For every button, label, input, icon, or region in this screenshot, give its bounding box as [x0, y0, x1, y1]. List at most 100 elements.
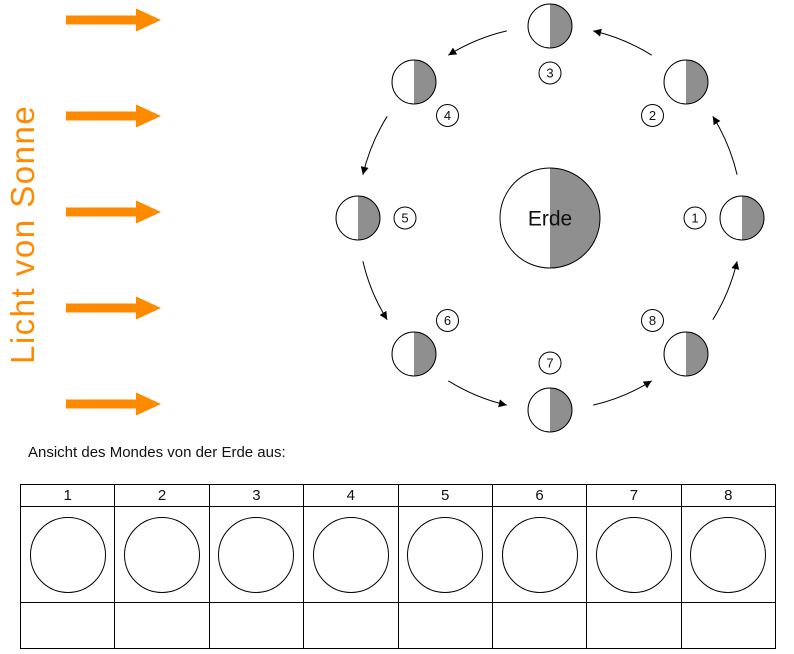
earth: Erde — [499, 167, 601, 269]
answer-cell[interactable] — [397, 602, 493, 649]
position-badge-6: 6 — [436, 309, 459, 332]
column-header: 3 — [208, 484, 305, 507]
badge-label: 1 — [691, 211, 698, 226]
answer-cell[interactable] — [680, 602, 777, 649]
moon-4 — [391, 59, 437, 105]
answer-cell[interactable] — [19, 602, 116, 649]
earth-shadow-half — [550, 168, 600, 268]
position-badge-2: 2 — [641, 104, 664, 127]
orbit-arrow-1-2 — [712, 116, 738, 175]
orbit-arrow-4-5 — [360, 116, 388, 175]
moon-7 — [527, 387, 573, 433]
position-badge-1: 1 — [683, 206, 707, 230]
badge-label: 3 — [546, 66, 553, 81]
moon-outline — [663, 331, 709, 377]
empty-moon-circle[interactable] — [124, 516, 201, 593]
badge-label: 6 — [444, 313, 451, 328]
column-header: 4 — [303, 484, 399, 507]
moon-3 — [527, 3, 573, 49]
orbit-arrow-6-7 — [448, 380, 507, 408]
answer-row — [19, 602, 777, 649]
badge-circle — [538, 61, 562, 85]
moon-outline — [391, 331, 437, 377]
moon-shadow-half — [550, 388, 572, 432]
column-header: 1 — [19, 484, 116, 507]
sun-arrow-icon — [66, 8, 161, 32]
moon-shadow-half — [414, 60, 436, 104]
answer-cell[interactable] — [114, 602, 210, 649]
moon-view-cell[interactable] — [19, 506, 116, 603]
empty-moon-circle[interactable] — [595, 516, 672, 593]
answer-cell[interactable] — [586, 602, 682, 649]
column-header: 8 — [680, 484, 777, 507]
moon-view-cell[interactable] — [114, 506, 210, 603]
earth-label: Erde — [528, 208, 572, 231]
moon-6 — [391, 331, 437, 377]
moon-shadow-half — [358, 196, 380, 240]
position-badge-8: 8 — [641, 309, 664, 332]
moon-view-cell[interactable] — [208, 506, 305, 603]
badge-label: 8 — [649, 313, 656, 328]
empty-moon-circle[interactable] — [218, 516, 295, 593]
badge-circle — [641, 309, 664, 332]
moon-view-cell[interactable] — [397, 506, 493, 603]
badge-label: 4 — [444, 108, 451, 123]
moon-view-cell[interactable] — [680, 506, 777, 603]
orbit-arrow-7-8 — [593, 380, 652, 406]
orbit-arrow-2-3 — [593, 28, 652, 56]
column-header: 7 — [586, 484, 682, 507]
sun-arrow-icon — [66, 392, 161, 416]
badge-circle — [641, 104, 664, 127]
moon-outline — [527, 3, 573, 49]
moon-phase-diagram: Licht von Sonne Erde — [4, 3, 765, 433]
empty-moon-circle[interactable] — [29, 516, 106, 593]
orbit-arrow-3-4 — [448, 30, 507, 56]
table-caption: Ansicht des Mondes von der Erde aus: — [28, 444, 286, 461]
moon-outline — [663, 59, 709, 105]
column-header: 5 — [397, 484, 493, 507]
answer-cell[interactable] — [208, 602, 305, 649]
sun-arrow-icon — [66, 200, 161, 224]
moon-shadow-half — [414, 332, 436, 376]
observation-table: 1 2 3 4 5 6 7 8 — [19, 484, 777, 649]
moon-shadow-half — [550, 4, 572, 48]
orbit-arrow-8-1 — [712, 261, 740, 320]
orbit-direction-arrows — [360, 28, 740, 408]
answer-cell[interactable] — [303, 602, 399, 649]
moon-outline — [719, 195, 765, 241]
moon-view-cell[interactable] — [303, 506, 399, 603]
earth-outline — [499, 167, 601, 269]
empty-moon-circle[interactable] — [312, 516, 389, 593]
empty-moon-circle[interactable] — [501, 516, 578, 593]
answer-cell[interactable] — [491, 602, 588, 649]
badge-label: 7 — [546, 356, 553, 371]
moon-outline — [391, 59, 437, 105]
sun-arrow-icon — [66, 104, 161, 128]
badge-circle — [436, 104, 459, 127]
empty-moon-circle[interactable] — [690, 516, 767, 593]
position-badge-7: 7 — [538, 351, 562, 375]
moon-view-cell[interactable] — [491, 506, 588, 603]
position-badge-4: 4 — [436, 104, 459, 127]
moon-shadow-half — [686, 332, 708, 376]
moon-outline — [527, 387, 573, 433]
badge-circle — [436, 309, 459, 332]
table-header-row: 1 2 3 4 5 6 7 8 — [19, 484, 777, 507]
moon-outline — [335, 195, 381, 241]
badge-circle — [393, 206, 417, 230]
moon-5 — [335, 195, 381, 241]
position-badge-5: 5 — [393, 206, 417, 230]
badge-label: 2 — [649, 108, 656, 123]
sun-light-arrows — [66, 8, 161, 416]
sun-arrow-icon — [66, 296, 161, 320]
empty-moon-circle[interactable] — [407, 516, 484, 593]
moon-view-cell[interactable] — [586, 506, 682, 603]
moon-1 — [719, 195, 765, 241]
moon-8 — [663, 331, 709, 377]
column-header: 2 — [114, 484, 210, 507]
moon-shadow-half — [742, 196, 764, 240]
moon-shadow-half — [686, 60, 708, 104]
position-badge-3: 3 — [538, 61, 562, 85]
badge-label: 5 — [401, 211, 408, 226]
